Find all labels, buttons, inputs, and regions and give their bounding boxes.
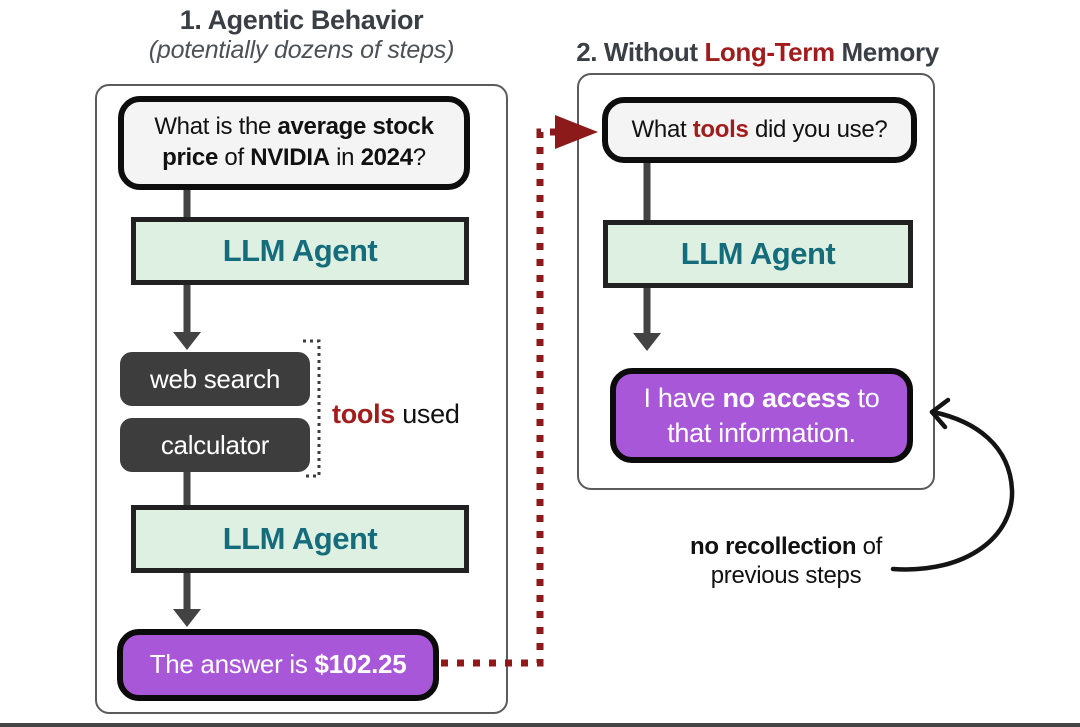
text-segment-bold: NVIDIA <box>250 144 330 171</box>
text-segment: I have <box>643 382 723 413</box>
text-segment: ? <box>412 144 426 171</box>
note-line1: no recollection of <box>640 533 932 562</box>
tools-used-rest: used <box>395 399 460 429</box>
section2-title-seg: Memory <box>834 37 939 67</box>
note-line2: previous steps <box>640 562 932 591</box>
text-segment-bold: 2024 <box>360 144 414 171</box>
answer-text: I have no access to that information. <box>624 381 899 450</box>
answer-text: The answer is $102.25 <box>150 648 407 681</box>
answer-box-stock: The answer is $102.25 <box>117 629 439 701</box>
text-segment-bold: no access <box>722 382 851 413</box>
llm-agent-label: LLM Agent <box>680 236 836 271</box>
llm-agent-box: LLM Agent <box>131 217 469 285</box>
text-segment: did you use? <box>748 115 888 143</box>
text-segment: What <box>631 115 693 143</box>
question-box-tools: What tools did you use? <box>602 97 917 163</box>
section1-title: 1. Agentic Behavior <box>95 5 508 36</box>
answer-box-no-access: I have no access to that information. <box>610 368 913 463</box>
text-segment-bold: $102.25 <box>314 649 407 680</box>
section1-title-text: 1. Agentic Behavior <box>179 5 424 35</box>
tools-used-label: tools used <box>332 399 460 430</box>
text-segment-bold: average stock price <box>162 113 434 171</box>
section1-subtitle: (potentially dozens of steps) <box>75 36 528 65</box>
no-recollection-note: no recollection of previous steps <box>640 533 932 591</box>
question-box-stock: What is the average stock price of NVIDI… <box>118 96 470 190</box>
text-segment: The answer is <box>149 649 315 680</box>
section1-subtitle-text: (potentially dozens of steps) <box>148 36 455 64</box>
tools-used-highlight: tools <box>332 399 395 429</box>
note-rest: of <box>856 533 883 560</box>
tool-chip-label: web search <box>150 363 280 394</box>
text-segment: What is the <box>154 113 278 141</box>
tool-chip-label: calculator <box>160 429 270 460</box>
tool-chip-web-search: web search <box>120 352 310 406</box>
llm-agent-label: LLM Agent <box>222 521 378 556</box>
llm-agent-box: LLM Agent <box>131 505 469 573</box>
question-text: What is the average stock price of NVIDI… <box>134 112 454 173</box>
tool-chip-calculator: calculator <box>120 418 310 472</box>
text-segment: of <box>218 144 251 171</box>
question-text: What tools did you use? <box>632 115 888 146</box>
llm-agent-label: LLM Agent <box>222 233 378 268</box>
llm-agent-box: LLM Agent <box>603 220 913 288</box>
section2-title-seg: 2. Without <box>576 37 705 67</box>
section2-title: 2. Without Long-Term Memory <box>545 37 970 68</box>
section2-title-highlight: Long-Term <box>704 37 835 67</box>
text-segment: to that information. <box>667 382 880 448</box>
text-segment: in <box>329 144 361 171</box>
text-segment-highlight: tools <box>692 115 749 143</box>
note-line2-text: previous steps <box>710 561 862 589</box>
note-bold: no recollection <box>690 533 857 560</box>
bottom-edge-bar <box>0 723 1080 727</box>
